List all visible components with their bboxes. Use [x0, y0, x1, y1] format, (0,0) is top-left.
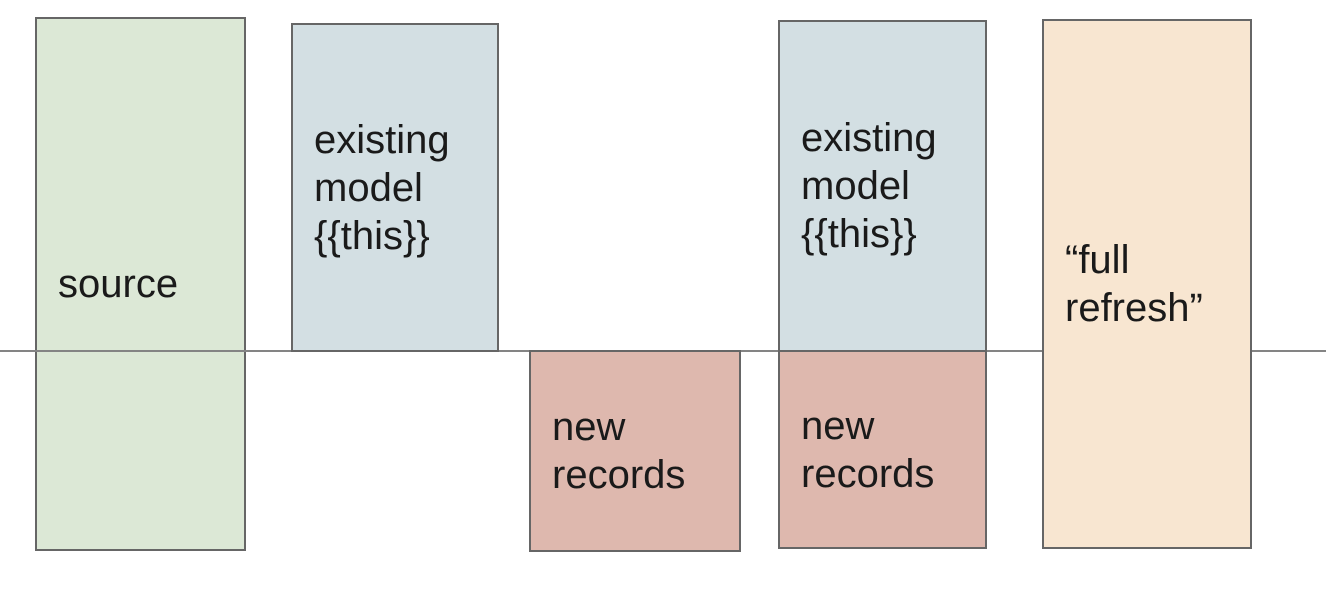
existing-model-label-left: existing model {{this}} [314, 117, 450, 258]
source-label: source [58, 262, 179, 306]
full-refresh-box: “full refresh” [1042, 19, 1252, 549]
existing-model-label-right: existing model {{this}} [801, 116, 937, 256]
existing-model-box-right: existing model {{this}} [778, 20, 987, 352]
new-records-box-left: new records [529, 350, 741, 552]
source-box: source [35, 17, 246, 551]
new-records-label-left: new records [552, 405, 686, 497]
new-records-box-right: new records [778, 350, 987, 549]
full-refresh-label: “full refresh” [1065, 238, 1203, 330]
new-records-label-right: new records [801, 403, 935, 496]
existing-model-box-left: existing model {{this}} [291, 23, 499, 352]
